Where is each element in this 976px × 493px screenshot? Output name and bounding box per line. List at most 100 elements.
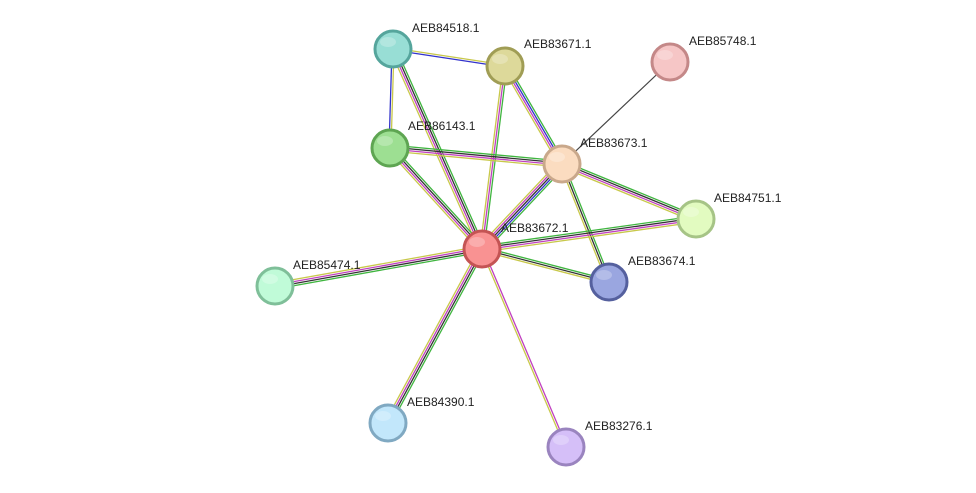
edge-AEB83671.1-AEB83672.1[interactable] (479, 65, 508, 250)
edge-AEB85748.1-AEB83673.1[interactable] (561, 61, 671, 165)
edge-line (393, 48, 484, 249)
node-highlight (657, 50, 673, 60)
node-AEB86143.1[interactable]: AEB86143.1 (370, 119, 476, 168)
node-circle[interactable] (546, 427, 586, 467)
node-circle[interactable] (462, 229, 502, 269)
edge-line (561, 61, 671, 165)
node-AEB83671.1[interactable]: AEB83671.1 (485, 37, 592, 86)
edge-AEB83673.1-AEB83674.1[interactable] (559, 163, 612, 283)
edge-AEB83672.1-AEB83276.1[interactable] (480, 248, 568, 448)
edge-line (560, 166, 696, 223)
edge-line (275, 251, 483, 290)
node-label: AEB83674.1 (628, 254, 696, 268)
edge-line (274, 247, 482, 286)
edge-line (274, 245, 482, 284)
edge-line (390, 250, 486, 425)
node-highlight (549, 152, 565, 162)
edge-line (561, 163, 610, 283)
edge-line (481, 248, 610, 283)
node-label: AEB84390.1 (407, 395, 475, 409)
node-label: AEB84751.1 (714, 191, 782, 205)
edge-line (482, 221, 697, 253)
edge-line (390, 146, 563, 164)
node-AEB85748.1[interactable]: AEB85748.1 (650, 34, 757, 82)
node-circle[interactable] (368, 403, 408, 443)
edge-line (386, 248, 482, 423)
edge-AEB83672.1-AEB84390.1[interactable] (384, 247, 486, 425)
node-circle[interactable] (485, 46, 525, 86)
node-label: AEB83672.1 (501, 221, 569, 235)
node-circle[interactable] (650, 42, 690, 82)
edge-line (389, 150, 562, 168)
node-highlight (380, 37, 396, 47)
edge-line (481, 65, 506, 250)
node-AEB83674.1[interactable]: AEB83674.1 (589, 254, 696, 302)
edge-line (389, 148, 562, 166)
node-label: AEB86143.1 (408, 119, 476, 133)
node-highlight (377, 136, 393, 146)
node-highlight (375, 411, 391, 421)
node-AEB84518.1[interactable]: AEB84518.1 (373, 21, 480, 69)
edge-line (481, 250, 609, 285)
edge-line (481, 215, 696, 247)
node-label: AEB85748.1 (689, 34, 757, 48)
edge-AEB86143.1-AEB83672.1[interactable] (387, 145, 485, 252)
edge-AEB86143.1-AEB83673.1[interactable] (389, 144, 563, 168)
edge-line (388, 148, 482, 251)
edge-line (481, 217, 696, 249)
edge-line (484, 166, 566, 253)
node-AEB85474.1[interactable]: AEB85474.1 (255, 258, 361, 306)
edge-line (478, 160, 560, 247)
edge-line (482, 248, 568, 447)
edge-line (387, 149, 481, 252)
node-label: AEB83671.1 (524, 37, 592, 51)
node-circle[interactable] (370, 128, 410, 168)
edge-line (563, 163, 612, 282)
edge-line (479, 65, 504, 249)
node-AEB83276.1[interactable]: AEB83276.1 (546, 419, 653, 467)
edge-line (562, 162, 697, 219)
edge-AEB83672.1-AEB85474.1[interactable] (274, 245, 483, 290)
node-AEB84751.1[interactable]: AEB84751.1 (676, 191, 782, 239)
edge-AEB83673.1-AEB84751.1[interactable] (560, 160, 698, 223)
edge-line (395, 47, 486, 249)
node-highlight (469, 237, 485, 247)
node-circle[interactable] (255, 266, 295, 306)
edge-line (559, 164, 608, 283)
edge-line (482, 164, 564, 251)
edge-line (275, 249, 483, 288)
node-highlight (492, 54, 508, 64)
node-label: AEB83276.1 (585, 419, 653, 433)
node-AEB83672.1[interactable]: AEB83672.1 (462, 221, 569, 269)
edge-AEB83672.1-AEB84751.1[interactable] (481, 215, 697, 253)
edge-line (388, 249, 484, 424)
edge-line (390, 146, 484, 249)
node-AEB84390.1[interactable]: AEB84390.1 (368, 395, 475, 443)
edge-line (483, 66, 508, 250)
edge-line (480, 162, 562, 249)
node-circle[interactable] (676, 199, 716, 239)
edge-line (390, 144, 563, 162)
node-highlight (683, 207, 699, 217)
node-highlight (553, 435, 569, 445)
node-highlight (262, 274, 278, 284)
edge-line (482, 219, 697, 251)
edge-line (480, 249, 566, 448)
node-circle[interactable] (589, 262, 629, 302)
node-highlight (596, 270, 612, 280)
edge-line (389, 49, 480, 251)
edge-AEB83672.1-AEB83674.1[interactable] (481, 246, 610, 285)
node-circle[interactable] (373, 29, 413, 69)
node-AEB83673.1[interactable]: AEB83673.1 (542, 136, 648, 184)
node-circle[interactable] (542, 144, 582, 184)
edge-line (562, 160, 698, 217)
node-label: AEB84518.1 (412, 21, 480, 35)
node-label: AEB85474.1 (293, 258, 361, 272)
edge-line (561, 164, 696, 221)
edge-line (391, 145, 485, 248)
node-label: AEB83673.1 (580, 136, 648, 150)
edge-line (482, 246, 610, 281)
edge-line (384, 247, 480, 422)
